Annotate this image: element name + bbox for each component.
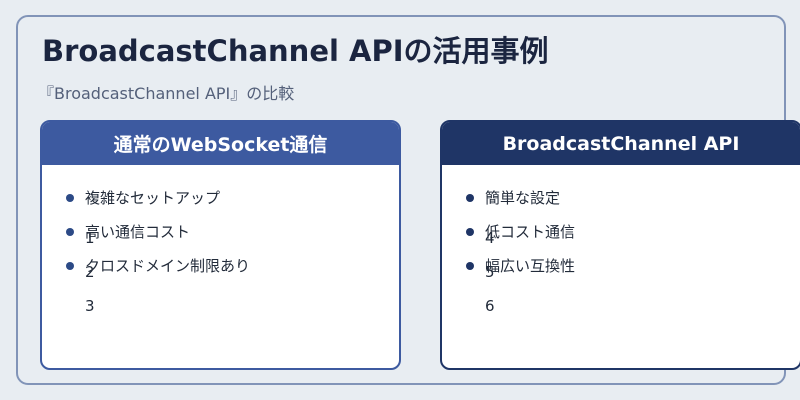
- list-item: クロスドメイン制限あり: [66, 255, 250, 276]
- item-number: 3: [85, 297, 95, 315]
- list-item: 低コスト通信: [466, 221, 575, 242]
- broadcastchannel-card: BroadcastChannel API 簡単な設定 低コスト通信 幅広い互換性…: [440, 120, 800, 370]
- bullet-icon: [66, 261, 74, 270]
- list-item-label: クロスドメイン制限あり: [85, 257, 251, 275]
- list-item-label: 高い通信コスト: [85, 223, 191, 241]
- bullet-icon: [466, 261, 474, 270]
- websocket-card-header: 通常のWebSocket通信: [42, 122, 399, 165]
- bullet-icon: [66, 227, 74, 236]
- item-number: 6: [485, 297, 495, 315]
- list-item: 幅広い互換性: [466, 255, 575, 276]
- list-item-label: 幅広い互換性: [485, 257, 576, 275]
- bullet-icon: [466, 193, 474, 202]
- page-subtitle: 『BroadcastChannel API』の比較: [38, 84, 295, 103]
- websocket-card: 通常のWebSocket通信 複雑なセットアップ 高い通信コスト クロスドメイン…: [40, 120, 401, 370]
- list-item: 複雑なセットアップ: [66, 187, 220, 208]
- item-number: 4: [485, 229, 495, 247]
- list-item-label: 簡単な設定: [485, 189, 561, 207]
- bullet-icon: [466, 227, 474, 236]
- item-number: 5: [485, 263, 495, 281]
- list-item: 簡単な設定: [466, 187, 560, 208]
- bullet-icon: [66, 193, 74, 202]
- page-title: BroadcastChannel APIの活用事例: [42, 34, 549, 68]
- list-item-label: 複雑なセットアップ: [85, 189, 221, 207]
- item-number: 1: [85, 229, 95, 247]
- item-number: 2: [85, 263, 95, 281]
- broadcastchannel-card-header: BroadcastChannel API: [442, 122, 800, 165]
- list-item: 高い通信コスト: [66, 221, 190, 242]
- list-item-label: 低コスト通信: [485, 223, 576, 241]
